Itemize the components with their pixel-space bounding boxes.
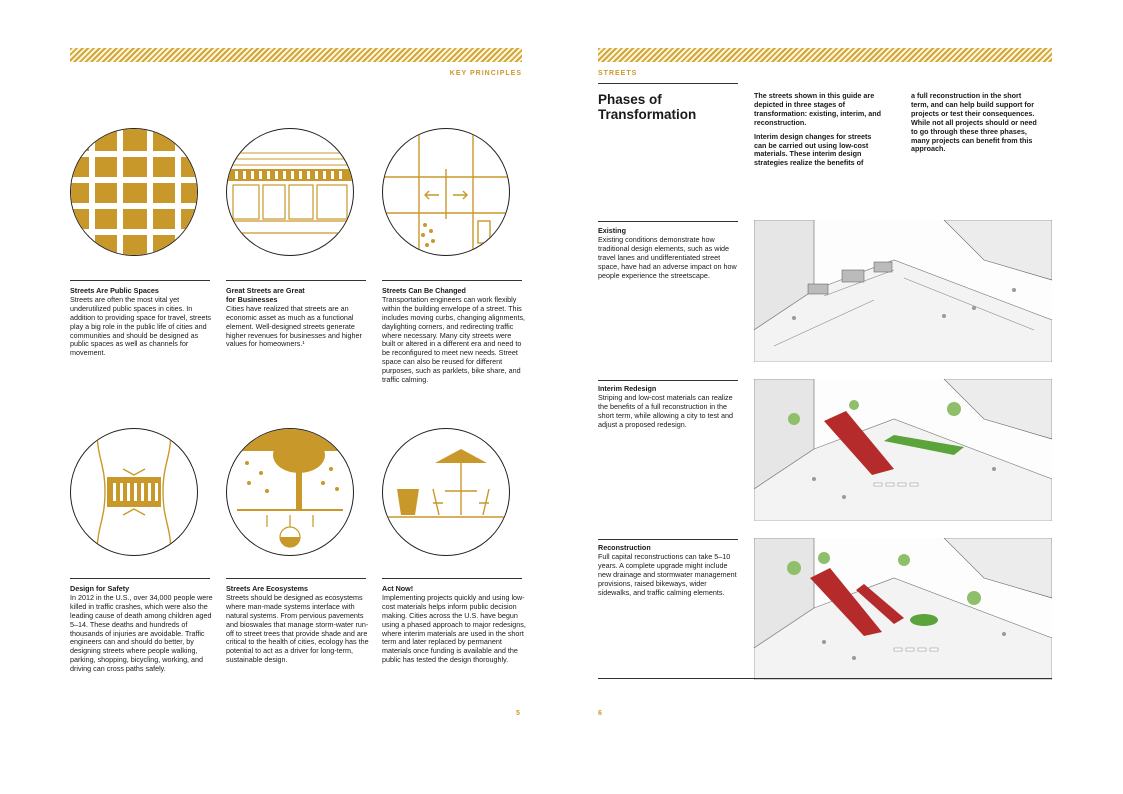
- principle-ecosystems: Streets Are Ecosystems Streets should be…: [226, 584, 370, 665]
- reconstruction-street-illustration: [754, 538, 1052, 680]
- divider: [598, 221, 738, 222]
- divider: [598, 539, 738, 540]
- divider: [70, 578, 210, 579]
- divider: [382, 578, 522, 579]
- left-header-band: [70, 48, 522, 62]
- storefront-icon: [226, 128, 354, 256]
- crosswalk-icon: [70, 428, 198, 556]
- page-title-line: Phases of: [598, 92, 662, 107]
- divider: [598, 380, 738, 381]
- principle-safety: Design for Safety In 2012 in the U.S., o…: [70, 584, 214, 674]
- phase-body: Striping and low-cost materials can real…: [598, 392, 734, 429]
- intro-paragraph: The streets shown in this guide are depi…: [754, 91, 881, 127]
- left-section-label: KEY PRINCIPLES: [449, 70, 522, 77]
- intro-paragraph: Interim design changes for streets can b…: [754, 131, 872, 168]
- intro-paragraph: a full reconstruction in the short term,…: [911, 91, 1037, 154]
- principle-title: Streets Are Ecosystems: [226, 584, 309, 593]
- right-section-label: STREETS: [598, 70, 638, 77]
- principle-title: Streets Can Be Changed: [382, 286, 466, 295]
- principle-body: Cities have realized that streets are an…: [226, 303, 362, 349]
- divider: [226, 578, 366, 579]
- divider: [70, 280, 210, 281]
- street-grid-icon: [70, 128, 198, 256]
- page-title-line: Transformation: [598, 107, 697, 122]
- principle-businesses: Great Streets are Great for Businesses C…: [226, 286, 370, 349]
- phase-title: Existing: [598, 226, 626, 235]
- divider: [598, 83, 738, 84]
- tree-rain-icon: [226, 428, 354, 556]
- phase-reconstruction: Reconstruction Full capital reconstructi…: [598, 543, 738, 597]
- right-header-band: [598, 48, 1052, 62]
- principle-act-now: Act Now! Implementing projects quickly a…: [382, 584, 526, 665]
- principle-changed: Streets Can Be Changed Transportation en…: [382, 286, 526, 385]
- principle-body: In 2012 in the U.S., over 34,000 people …: [70, 592, 213, 674]
- principle-title: Great Streets are Great: [226, 286, 305, 295]
- phase-existing: Existing Existing conditions demonstrate…: [598, 226, 738, 280]
- interim-street-illustration: [754, 379, 1052, 521]
- phase-title: Reconstruction: [598, 543, 651, 552]
- principle-body: Streets should be designed as ecosystems…: [226, 592, 369, 665]
- phase-title: Interim Redesign: [598, 384, 657, 393]
- divider: [226, 280, 366, 281]
- page-number: 5: [516, 710, 520, 717]
- page-title: Phases of Transformation: [598, 92, 696, 122]
- phase-interim: Interim Redesign Striping and low-cost m…: [598, 384, 738, 430]
- principle-body: Transportation engineers can work flexib…: [382, 294, 526, 385]
- intro-column-2: a full reconstruction in the short term,…: [911, 91, 1039, 159]
- principle-title: Act Now!: [382, 584, 414, 593]
- phase-body: Full capital reconstructions can take 5–…: [598, 551, 737, 597]
- bottom-divider: [598, 678, 1052, 679]
- intro-column-1: The streets shown in this guide are depi…: [754, 91, 882, 173]
- page-number: 6: [598, 710, 602, 717]
- principle-body: Streets are often the most vital yet und…: [70, 294, 212, 358]
- street-plan-arrows-icon: [382, 128, 510, 256]
- principle-public-spaces: Streets Are Public Spaces Streets are of…: [70, 286, 214, 358]
- principle-title: for Businesses: [226, 294, 278, 304]
- cafe-table-umbrella-icon: [382, 428, 510, 556]
- principle-title: Design for Safety: [70, 584, 130, 593]
- principle-title: Streets Are Public Spaces: [70, 286, 159, 295]
- divider: [382, 280, 522, 281]
- principle-body: Implementing projects quickly and using …: [382, 592, 526, 665]
- phase-body: Existing conditions demonstrate how trad…: [598, 234, 737, 280]
- existing-street-illustration: [754, 220, 1052, 362]
